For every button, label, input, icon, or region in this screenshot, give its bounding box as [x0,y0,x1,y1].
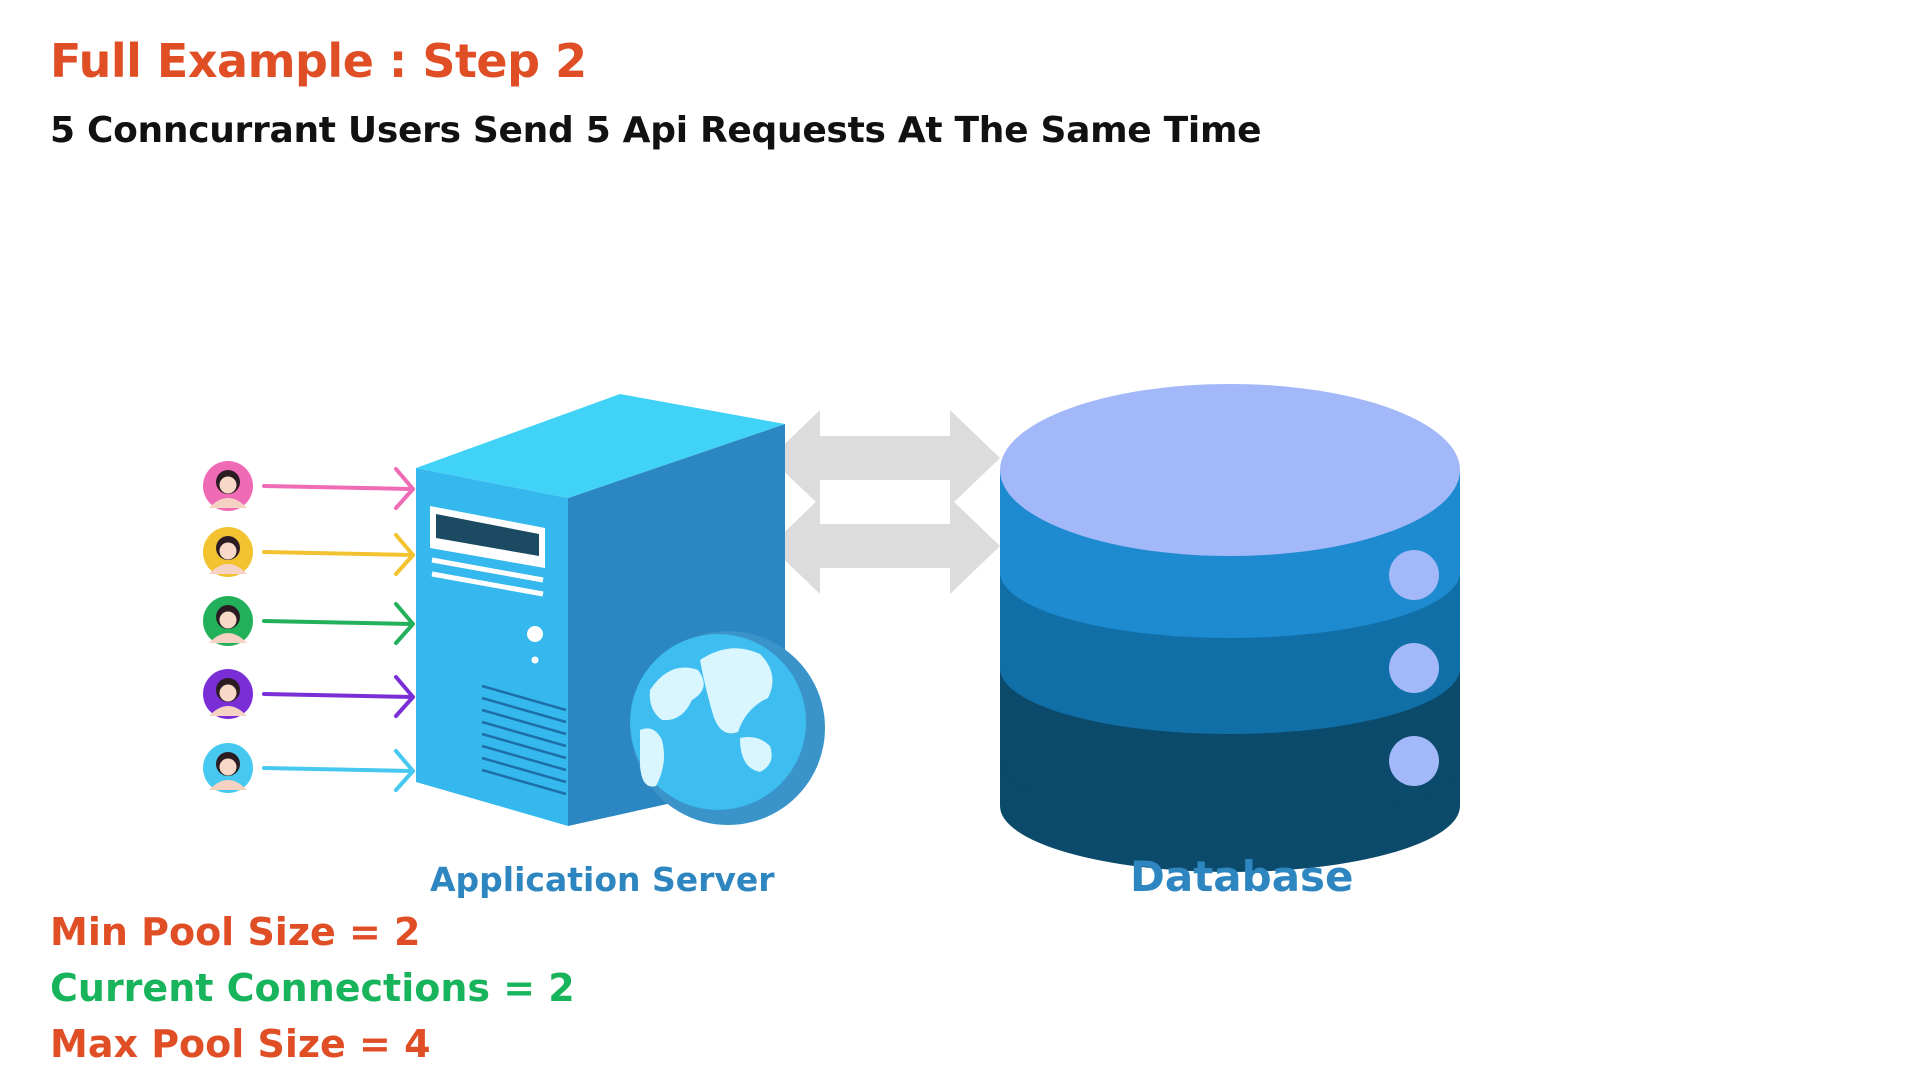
user-avatar-icon [203,596,253,646]
min-pool-size: Min Pool Size = 2 [50,910,421,954]
users-group [203,461,415,793]
pool-stats: Min Pool Size = 2 Current Connections = … [50,904,575,1072]
globe-icon [630,631,825,825]
user-avatar-icon [203,527,253,577]
page-subtitle: 5 Conncurrant Users Send 5 Api Requests … [50,110,1262,151]
user-avatar-icon [203,461,253,511]
current-connections: Current Connections = 2 [50,966,575,1010]
request-arrow [262,749,415,792]
request-arrow [262,533,415,576]
request-arrow [262,675,415,718]
max-pool-size: Max Pool Size = 4 [50,1022,431,1066]
user-avatar-icon [203,669,253,719]
server-label: Application Server [430,860,775,899]
database-cylinder-icon [1000,384,1460,872]
user-avatar-icon [203,743,253,793]
database-label: Database [1130,852,1354,901]
connection-arrows [770,410,1000,594]
page-title: Full Example : Step 2 [50,34,587,88]
request-arrow [262,602,415,645]
connection-arrow-2 [770,498,1000,594]
connection-arrow-1 [770,410,1000,506]
request-arrow [262,467,415,510]
